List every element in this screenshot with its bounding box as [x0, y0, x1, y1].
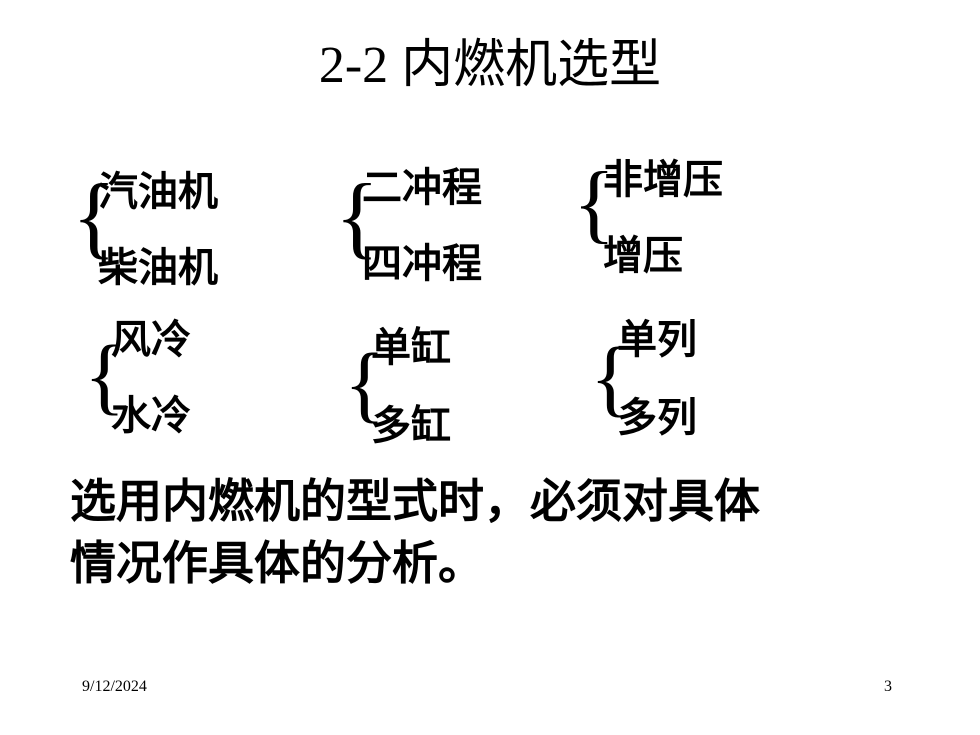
summary-line: 情况作具体的分析。	[70, 536, 484, 590]
group-item: 汽油机	[98, 169, 218, 215]
summary-text: 选用内燃机的型式时，必须对具体 情况作具体的分析。	[70, 470, 920, 594]
page-number: 3	[884, 678, 892, 695]
group-cylinder-arrangement: { 单列 多列	[590, 316, 730, 446]
group-item: 多列	[617, 395, 697, 441]
group-item: 非增压	[603, 157, 723, 203]
group-cooling-type: { 风冷 水冷	[84, 318, 224, 448]
group-item: 柴油机	[98, 245, 218, 291]
group-item: 多缸	[371, 403, 451, 449]
slide-title: 2-2 内燃机选型	[318, 37, 662, 94]
brace-glyph: {	[335, 165, 380, 267]
group-cylinder-count: { 单缸 多缸	[344, 322, 484, 452]
group-item: 四冲程	[362, 241, 482, 287]
group-stroke-type: { 二冲程 四冲程	[335, 160, 515, 300]
group-fuel-type: { 汽油机 柴油机	[72, 160, 252, 300]
group-item: 单缸	[371, 325, 451, 371]
group-item: 二冲程	[362, 165, 482, 211]
group-item: 增压	[603, 233, 683, 279]
group-charging-type: { 非增压 增压	[573, 150, 753, 290]
footer-date: 9/12/2024	[82, 678, 147, 695]
summary-line: 选用内燃机的型式时，必须对具体	[70, 474, 760, 528]
group-item: 水冷	[111, 393, 191, 439]
brace-glyph: {	[72, 165, 117, 267]
brace-glyph: {	[573, 155, 616, 252]
group-item: 单列	[617, 317, 697, 363]
brace-glyph: {	[590, 329, 632, 425]
brace-glyph: {	[84, 327, 126, 423]
brace-glyph: {	[344, 335, 386, 431]
group-item: 风冷	[111, 317, 191, 363]
